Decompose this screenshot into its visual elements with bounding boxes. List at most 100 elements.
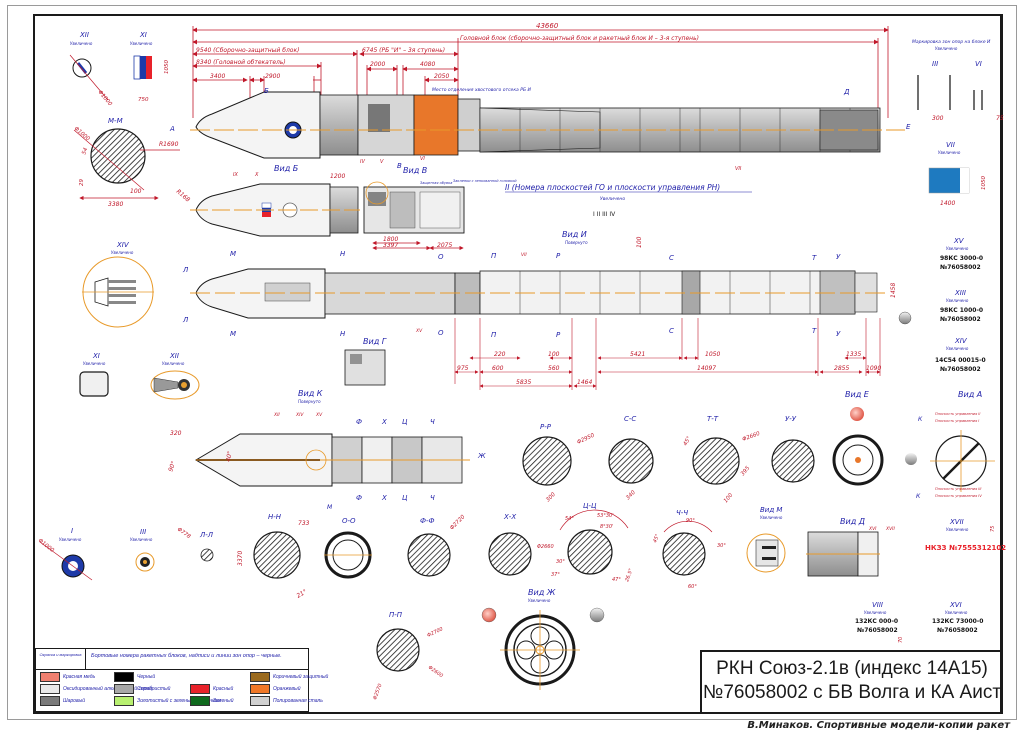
legend-swatch [190,684,210,694]
callout-xv: XV [415,328,423,334]
marking-sub: Увеличено [935,46,958,51]
vid-a-note-4: Плоскость управления IV [935,494,982,498]
section-mark-l-bottom: Л [182,316,189,324]
dim-5421: 5421 [630,351,645,358]
dim-1200: 1200 [330,173,345,180]
dim-vii-1400: 1400 [940,200,955,207]
detail-vii-title: VII [946,141,955,149]
legend-label: Зеленый [213,698,234,704]
rocket-view-k [195,433,470,487]
section-nn-title: Н-Н [268,513,282,521]
dim-tt-395: 395 [740,465,752,477]
section-uu-drawing [771,439,815,483]
callout-vii: VII [735,166,742,172]
detail-xi-b-sub: Увеличено [83,361,106,366]
detail-i-drawing [39,541,93,581]
dim-rb: 6745 (РБ "И" – 3я ступень) [362,47,445,54]
view-zh-sub: Увеличено [528,598,551,603]
dim-pp-2570: Φ2570 [372,683,383,701]
dim-nn-21: 21° [296,588,309,599]
legend-label: Оранжевый [273,686,301,692]
dim-nn-733: 733 [298,520,310,527]
marking-note: Маркировка зон опор на блоке И [912,39,991,45]
callout-xiv-k: XIV [295,412,304,418]
dim-szb: 9540 (Сборочно-защитный блок) [196,47,299,54]
callout-xvii: XVII [885,526,895,532]
dim-k-40: 40° [225,451,234,463]
legend-label: Красная медь [63,674,96,680]
dim-2075: 2075 [437,242,452,249]
dim-mm-54: 54 [81,147,89,156]
planes-dim-100: 100 [636,236,643,248]
legend-swatch [40,684,60,694]
detail-iii-sub: Увеличено [130,537,153,542]
section-chch-title: Ч-Ч [676,509,688,517]
detail-xiv-drawing [82,256,154,328]
section-tsts-drawing [567,529,613,575]
dim-chch-30: 30° [717,543,726,549]
dim-220: 220 [494,351,506,358]
callout-ix: IX [233,172,238,178]
dim-mm-r: R1690 [159,141,179,148]
section-mark-n-top: Н [340,250,346,258]
section-mark-ch-top: Ч [430,418,435,426]
dim-tsts-265: 26.5° [624,567,634,582]
view-a-title: Вид А [958,390,982,399]
detail-xi-b-drawing [79,371,109,397]
section-mark-u-bottom: У [836,330,841,338]
section-ss-title: С-С [624,415,636,423]
planes-marks: I II III IV [593,211,616,218]
dim-100: 100 [548,351,560,358]
dim-chch-60: 60° [688,584,697,590]
section-mark-kh-top: Х [381,418,387,426]
section-tsts-arc [559,509,629,531]
dim-1335: 1335 [846,351,861,358]
dim-i-dia: Φ1000 [37,538,56,554]
view-mark-k-bottom: К [916,493,921,500]
section-mark-l-top: Л [182,266,189,274]
detail-xii-b-drawing [150,370,200,400]
detail-xii-drawing [69,54,109,101]
section-mark-f-bottom: Ф [356,494,362,502]
marking-zone-lines [917,75,983,110]
view-d-title: Вид Д [840,517,865,526]
section-mark-r-top: Р [556,252,561,260]
view-d-drawing [806,531,880,577]
legend-label: Серебристый [137,686,171,692]
legend-label: Золотистый с зеленым оттенком [137,698,221,704]
dim-marking-75: 75 [996,115,1004,122]
serial-xiii-no: №76058002 [940,316,981,323]
callout-xv-k: XV [315,412,323,418]
section-oo-drawing [324,531,372,579]
dim-14097: 14097 [697,365,716,372]
bottom-dimension-lines [454,318,881,390]
section-mark-p-bottom: П [491,331,497,339]
section-mark-m-top: М [230,250,236,258]
legend-swatch [114,672,134,682]
dim-chch-90: 90° [686,518,695,524]
legend-swatch [114,696,134,706]
dim-1458: 1458 [890,283,897,298]
callout-xvi: XVI [868,526,877,532]
dim-1090: 1090 [866,365,881,372]
dim-pp-2600: Φ2600 [427,665,444,679]
section-mark-s-top: С [669,254,674,262]
section-mark-f-top: Ф [356,418,362,426]
dim-marking-300: 300 [932,115,944,122]
view-e-title: Вид Е [845,390,870,399]
dim-xii-dia: Φ1000 [96,89,113,107]
section-mark-m-bottom: М [230,330,236,338]
serial-viii-code: 132КС 000-0 [855,618,898,625]
dim-tsts-5330: 53°30' [597,513,614,519]
section-ll-title: Л-Л [199,531,214,539]
dim-k-320: 320 [170,430,182,437]
rocket-view-v [363,181,465,234]
view-a-drawing [930,430,995,492]
title-line-2: №76058002 с БВ Волга и КА Аист [702,682,1002,703]
legend-swatch [250,696,270,706]
section-ss-drawing [608,438,654,484]
section-pp-r [522,436,572,486]
section-chch-arc [663,520,713,533]
dim-5835: 5835 [516,379,531,386]
dim-3397: 3397 [383,242,398,249]
